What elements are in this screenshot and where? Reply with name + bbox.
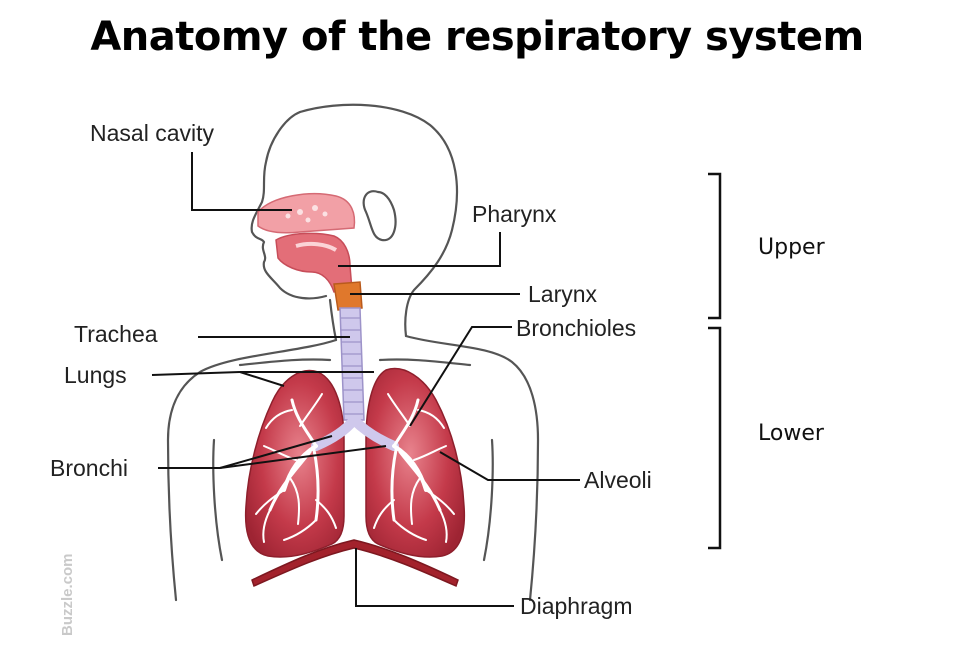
leader-lines	[151, 152, 580, 607]
label-pharynx: Pharynx	[472, 201, 557, 227]
right-lung-shape	[365, 367, 466, 558]
upper-bracket	[708, 172, 722, 320]
trachea-shape	[339, 307, 365, 421]
label-nasal-cavity: Nasal cavity	[90, 120, 214, 146]
watermark: Buzzle.com	[59, 553, 76, 636]
page-title: Anatomy of the respiratory system	[90, 14, 864, 60]
label-trachea: Trachea	[74, 321, 158, 347]
label-diaphragm: Diaphragm	[520, 593, 633, 619]
label-bronchioles: Bronchioles	[516, 315, 636, 341]
label-larynx: Larynx	[528, 281, 598, 307]
group-upper-label: Upper	[758, 235, 826, 260]
bronchi-tree	[255, 393, 455, 543]
label-lungs: Lungs	[64, 362, 127, 388]
lower-bracket	[708, 326, 722, 550]
diaphragm-shape	[251, 539, 459, 588]
nasal-cavity-shape	[257, 193, 356, 234]
group-lower-label: Lower	[758, 421, 825, 446]
body-outline	[166, 103, 540, 602]
label-alveoli: Alveoli	[584, 467, 652, 493]
label-bronchi: Bronchi	[50, 455, 128, 481]
larynx-shape	[333, 281, 363, 311]
